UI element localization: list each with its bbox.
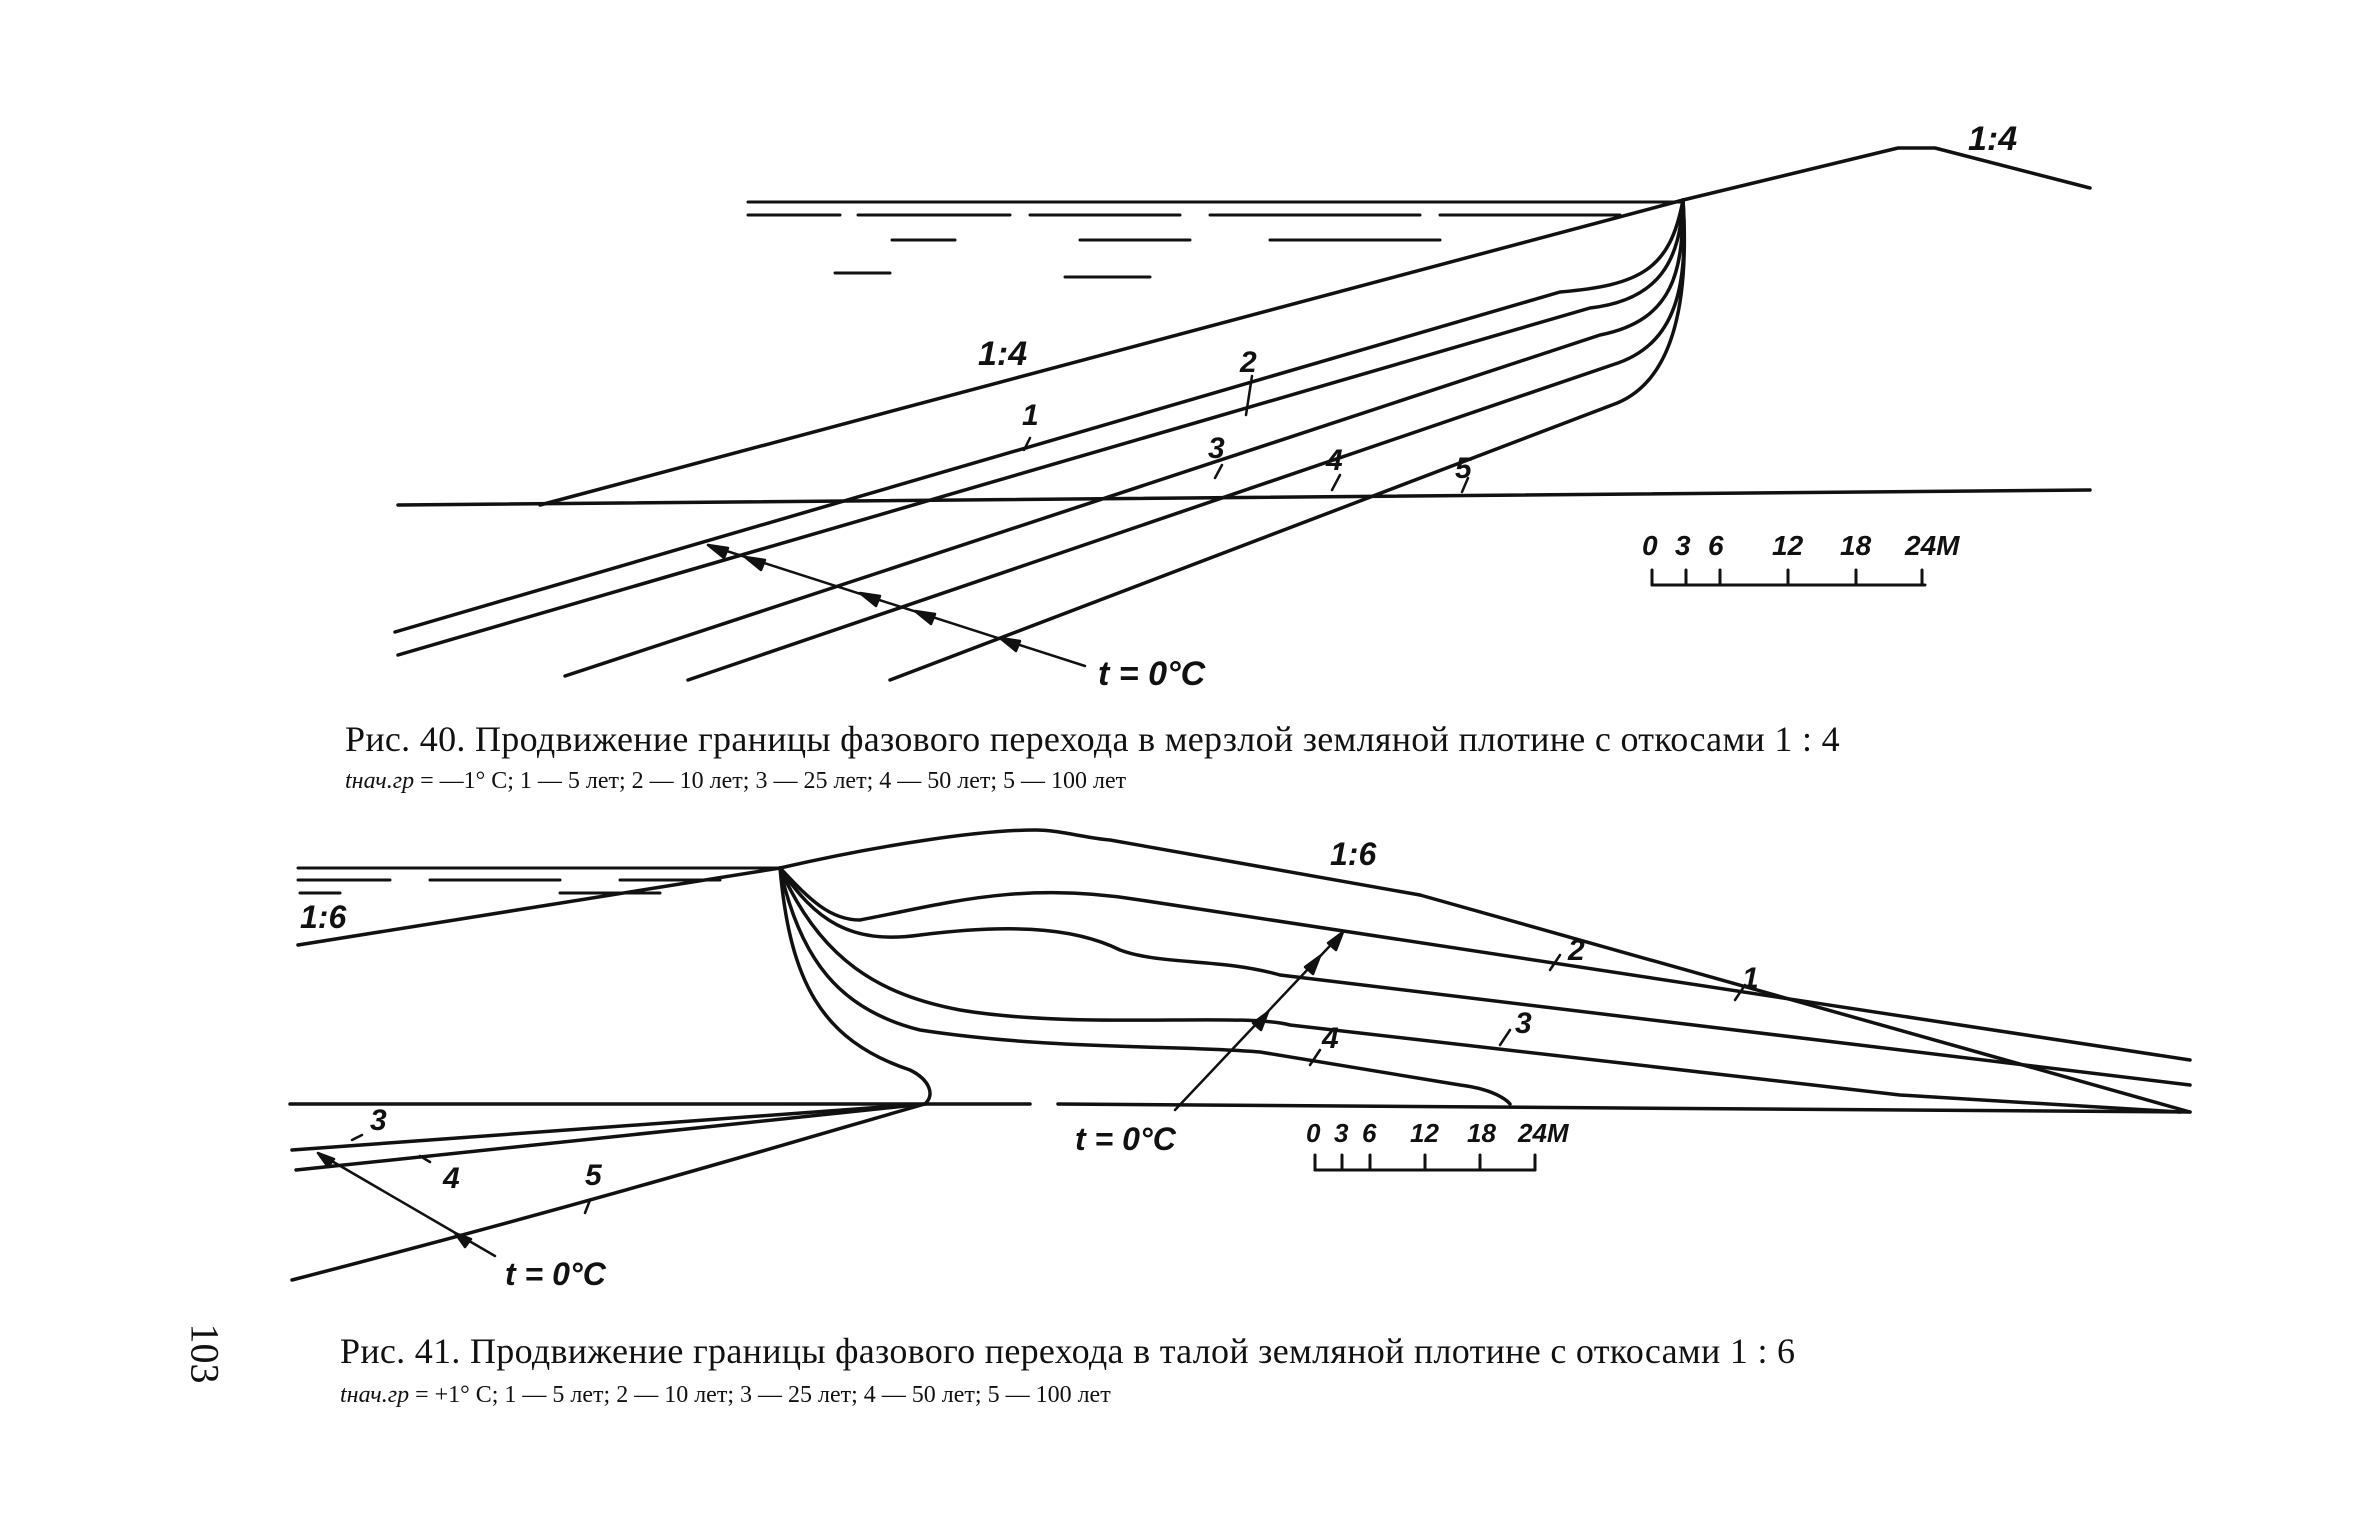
fig40-isotherm-label: t = 0°C [1098,655,1206,693]
fig40-curve-label-4: 4 [1325,444,1343,477]
fig40-curve-label-5: 5 [1455,452,1473,485]
fig41-scale-tick-12: 12 [1410,1118,1439,1148]
fig40-scale-tick-24: 24М [1904,530,1960,561]
fig40-subcaption-text: = —1° С; 1 — 5 лет; 2 — 10 лет; 3 — 25 л… [420,768,1127,794]
fig40-scale-ticks: 0 3 6 12 18 24М [1642,530,1960,561]
fig40-subcaption-var: tнач.гр [345,768,415,794]
fig40-scale-tick-18: 18 [1840,530,1872,561]
fig41-dam-profile [288,828,2192,1114]
fig41-subcaption-text: = +1° С; 1 — 5 лет; 2 — 10 лет; 3 — 25 л… [415,1382,1111,1408]
fig40-curve-label-3: 3 [1208,432,1225,465]
fig41-scale-tick-6: 6 [1362,1118,1377,1148]
fig40-water-surface [746,200,1682,279]
fig41-isotherm-label-lower: t = 0°C [505,1256,607,1292]
fig40-dam-profile [396,146,2092,507]
fig40-freezing-curves [393,198,1687,682]
fig41-subcaption: tнач.гр = +1° С; 1 — 5 лет; 2 — 10 лет; … [340,1382,1111,1409]
fig41-curve-label-2: 2 [1567,934,1585,967]
fig41-curve-label-4: 4 [1321,1022,1339,1055]
fig41-slope-upstream-label: 1:6 [300,899,346,935]
fig41-curve-label-3-lower: 3 [370,1104,387,1137]
fig41-scale-tick-0: 0 [1306,1118,1321,1148]
fig40-subcaption: tнач.гр = —1° С; 1 — 5 лет; 2 — 10 лет; … [345,768,1126,795]
fig41-curve-label-1: 1 [1742,962,1759,995]
fig40-scale-bar [1650,568,1927,587]
fig41-curve-label-4-lower: 4 [442,1162,460,1195]
fig40-scale-tick-0: 0 [1642,530,1658,561]
fig41-scale-tick-24: 24М [1517,1118,1570,1148]
fig41-label-leaders [350,953,1747,1215]
fig41-slope-top-label: 1:6 [1330,836,1376,872]
fig40-isotherm-arrow [706,543,1087,668]
fig41-curve-label-3: 3 [1515,1007,1532,1040]
fig41-subcaption-var: tнач.гр [340,1382,410,1408]
fig40-scale-tick-3: 3 [1675,530,1691,561]
fig40-scale-tick-6: 6 [1708,530,1724,561]
fig40-slope-top-label: 1:4 [1968,120,2017,158]
fig41-caption: Рис. 41. Продвижение границы фазового пе… [340,1331,1796,1371]
fig41-isotherm-arrow-upper [1173,930,1345,1112]
page-number: 103 [182,1323,228,1384]
fig41-isotherm-label: t = 0°C [1075,1121,1177,1157]
fig40-caption: Рис. 40. Продвижение границы фазового пе… [345,719,1840,759]
fig41-scale-tick-18: 18 [1467,1118,1496,1148]
fig40-label-leaders [1022,374,1470,494]
fig41-scale-bar [1313,1153,1537,1172]
fig41-scale-tick-3: 3 [1334,1118,1349,1148]
fig40-curve-label-2: 2 [1239,346,1257,379]
fig40-curve-label-1: 1 [1022,399,1039,432]
fig41-isotherm-arrow-lower [316,1151,497,1258]
fig40-slope-upstream-label: 1:4 [978,335,1027,373]
fig41-scale-ticks: 0 3 6 12 18 24М [1306,1118,1570,1148]
fig40-scale-tick-12: 12 [1772,530,1804,561]
fig41-curve-label-5-lower: 5 [585,1159,603,1192]
fig41-thaw-curves [290,866,2192,1282]
